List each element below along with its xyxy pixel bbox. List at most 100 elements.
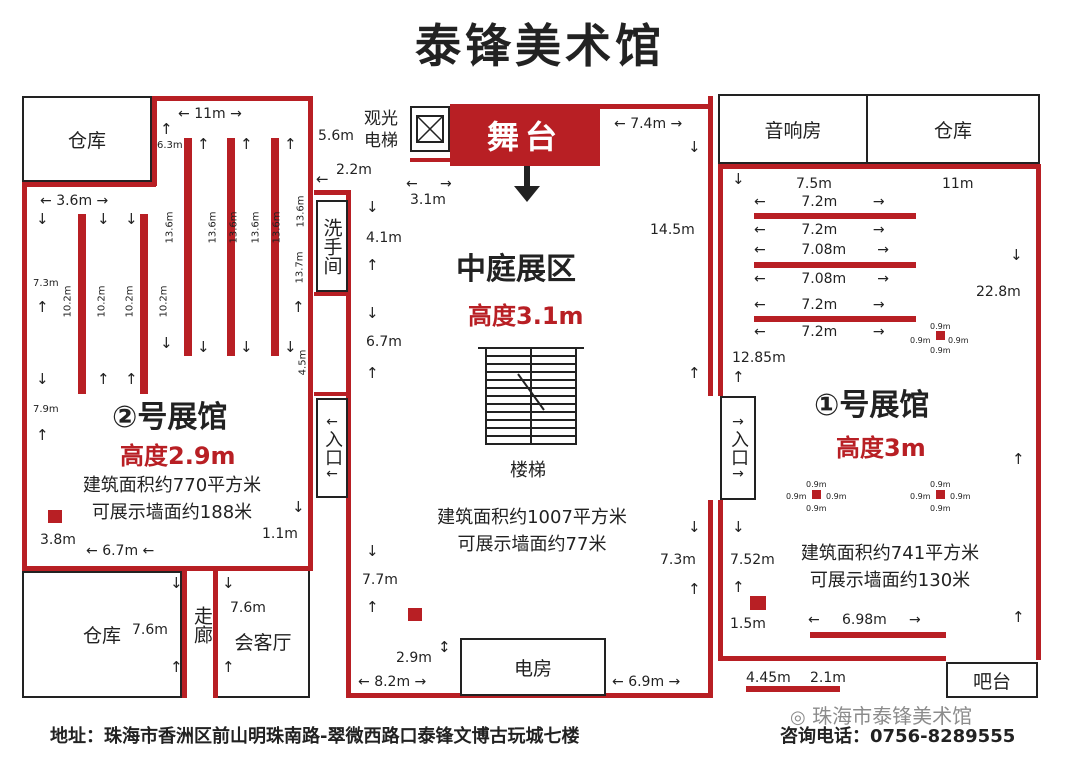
hall2-display-wall	[140, 214, 148, 394]
entrance-right[interactable]: → 入口 →	[720, 396, 756, 500]
arrow-down: ↓	[36, 210, 49, 228]
dim-label: 7.7m	[362, 572, 398, 588]
hall2-wall-step	[22, 182, 156, 187]
dim-label: 10.2m	[158, 285, 170, 318]
arrow-up: ↑	[732, 368, 745, 386]
hall1-height: 高度3m	[836, 434, 926, 462]
hall1-wall-bottom	[718, 656, 946, 661]
arrow-up: ↑	[366, 364, 379, 382]
storage-room-bottom-left: 仓库	[22, 571, 182, 698]
hall1-pillar	[750, 596, 766, 610]
arrow-up: ↑	[284, 135, 297, 153]
dim-label: ← 7.2m →	[754, 222, 885, 238]
arrow-up: ↑	[732, 578, 745, 596]
corridor-wall-right	[213, 571, 218, 698]
dim-label: 13.7m	[294, 251, 306, 284]
dim-label: 13.6m	[228, 211, 240, 244]
hall1-display-wall	[754, 262, 916, 268]
arrow-up: ↑	[36, 298, 49, 316]
dim-label: ← 11m →	[178, 106, 242, 122]
arrow-down: ↓	[366, 542, 379, 560]
stage-arrow-icon	[514, 166, 540, 202]
dim-label: ← 7.08m →	[754, 242, 890, 258]
arrow-down: ↓	[36, 370, 49, 388]
dim-label: ← 7.2m →	[754, 297, 885, 313]
arrow-up: ↑	[97, 370, 110, 388]
atrium-wall-left	[346, 190, 351, 698]
entrance-left-wall	[314, 392, 350, 396]
dim-label: 1.1m	[262, 526, 298, 542]
dim-label: 7.6m	[132, 622, 168, 638]
dim-label: 13.6m	[250, 211, 262, 244]
hall1-display-wall	[810, 632, 946, 638]
wechat-icon: ◎	[790, 707, 806, 728]
dim-label: 5.6m	[318, 128, 354, 144]
arrow-down: ↓	[97, 210, 110, 228]
arrow-down: ↓	[197, 338, 210, 356]
storage-room-top-left: 仓库	[22, 96, 152, 182]
dim-label: 7.6m	[230, 600, 266, 616]
hall1-pillar	[936, 490, 945, 499]
power-room: 电房	[460, 638, 606, 696]
dim-label: 22.8m	[976, 284, 1021, 300]
washroom-wall-bottom	[314, 292, 350, 296]
dim-label: 0.9m	[786, 492, 807, 501]
dim-label: 0.9m	[910, 492, 931, 501]
arrow-down: ↓	[240, 338, 253, 356]
hall1-display-wall	[754, 316, 916, 322]
dim-label: ← 6.9m →	[612, 674, 681, 690]
address: 地址：珠海市香洲区前山明珠南路-翠微西路口泰锋文博古玩城七楼	[50, 726, 580, 747]
hall2-wall-bottom	[22, 566, 312, 571]
washroom: 洗手间	[316, 200, 348, 292]
dim-label: ← 8.2m →	[358, 674, 427, 690]
dim-label: 0.9m	[950, 492, 971, 501]
corridor-label: 走廊	[191, 606, 213, 644]
stairs-label: 楼梯	[510, 460, 546, 481]
hall2-wall-inner	[152, 96, 157, 186]
elevator-wall	[410, 158, 450, 162]
hall2-display-wall	[227, 138, 235, 356]
dim-label: ← 7.2m →	[754, 324, 885, 340]
dim-label: 0.9m	[806, 504, 827, 513]
hall2-display-wall	[78, 214, 86, 394]
dim-label: 0.9m	[806, 480, 827, 489]
corridor-wall-left	[182, 571, 187, 698]
hall1-wall-left-upper	[718, 164, 723, 396]
dim-label: ← 7.2m →	[754, 194, 885, 210]
stairs-icon	[478, 347, 584, 445]
arrow-down: ↓	[125, 210, 138, 228]
dim-label: 3.1m	[410, 192, 446, 208]
arrow-down: ↓	[1010, 246, 1023, 264]
hall2-wall-left	[22, 182, 27, 570]
dim-label: 0.9m	[930, 346, 951, 355]
dim-label: 13.6m	[271, 211, 283, 244]
arrow-up: ↑	[366, 598, 379, 616]
hall2-display-wall	[271, 138, 279, 356]
arrow-down: ↓	[732, 170, 745, 188]
arrow-down: ↓	[732, 518, 745, 536]
dim-label: 0.9m	[826, 492, 847, 501]
arrow-up: ↑	[170, 658, 183, 676]
watermark: ◎ 珠海市泰锋美术馆	[790, 704, 973, 728]
hall1-name: ①号展馆	[814, 388, 930, 423]
dim-label: 14.5m	[650, 222, 695, 238]
hall1-info: 建筑面积约741平方米 可展示墙面约130米	[800, 543, 980, 591]
dim-label: ← 7.4m →	[614, 116, 683, 132]
dim-label: 6.7m	[366, 334, 402, 350]
arrow-up: ↑	[222, 658, 235, 676]
entrance-left[interactable]: ← 入口 ←	[316, 398, 348, 498]
dim-label: 6.3m	[157, 140, 183, 151]
dim-label: 10.2m	[62, 285, 74, 318]
arrow-up-down: ↕	[438, 638, 451, 656]
arrow-up: ↑	[125, 370, 138, 388]
dim-label: ← 6.7m ←	[86, 543, 155, 559]
dim-label: 7.3m	[33, 278, 59, 289]
atrium-wall-right-lower	[708, 500, 713, 698]
phone: 咨询电话：0756-8289555	[780, 726, 1016, 747]
atrium-pillar	[408, 608, 422, 621]
hall1-display-wall	[746, 686, 840, 692]
stage: 舞台	[450, 104, 600, 166]
hall1-wall-left-lower	[718, 500, 723, 660]
elevator-icon	[416, 115, 444, 143]
arrow-down: ↓	[222, 574, 235, 592]
